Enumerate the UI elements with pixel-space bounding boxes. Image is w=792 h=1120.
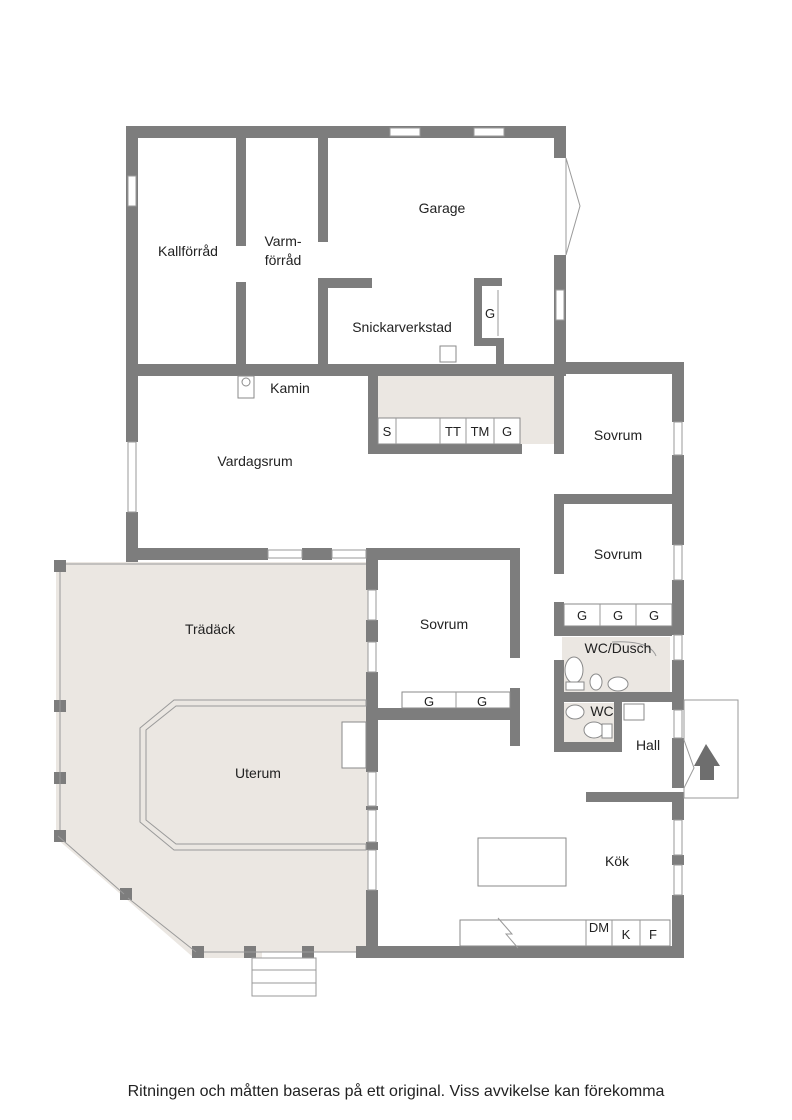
room-label-sovrum-2: Sovrum (594, 546, 642, 562)
fixture-label-wardrobe-g: G (424, 694, 434, 709)
fixture-label-laundry-g: G (502, 424, 512, 439)
tradack-railing (57, 563, 366, 953)
steps-uterum (341, 721, 367, 769)
workbench-box (439, 345, 457, 363)
fixture-label-dm: DM (589, 920, 609, 935)
entrance-porch (683, 699, 739, 799)
fixture-label-f: F (649, 927, 657, 942)
fixture-labels: G S TT TM G G G G G G DM K F (383, 306, 659, 942)
windows (127, 127, 683, 896)
room-label-vardagsrum: Vardagsrum (217, 453, 292, 469)
uterum-glazing (139, 699, 367, 851)
fixture-label-k: K (622, 927, 631, 942)
kitchen-fixtures (459, 837, 671, 949)
room-label-tradack: Trädäck (185, 621, 236, 637)
garage-door (565, 157, 581, 256)
fixture-label-wardrobe-g: G (649, 608, 659, 623)
room-label-garage: Garage (419, 200, 466, 216)
fixture-label-s: S (383, 424, 392, 439)
room-label-wc-dusch: WC/Dusch (585, 640, 652, 656)
disclaimer-text: Ritningen och måtten baseras på ett orig… (127, 1083, 665, 1100)
room-labels: Kallförråd Varm- förråd Garage Snickarve… (158, 200, 660, 869)
fixture-label-tm: TM (471, 424, 490, 439)
room-label-varmforrad-1: Varm- (264, 233, 301, 249)
walls (54, 126, 684, 958)
laundry-counter (377, 417, 521, 445)
room-label-kok: Kök (605, 853, 630, 869)
wardrobe-sovrum2 (563, 603, 673, 627)
room-label-wc: WC (590, 703, 613, 719)
room-label-varmforrad-2: förråd (265, 252, 302, 268)
room-label-uterum: Uterum (235, 765, 281, 781)
bathroom-fixtures (564, 641, 657, 739)
room-label-sovrum-3: Sovrum (420, 616, 468, 632)
fixture-label-wardrobe-g: G (613, 608, 623, 623)
fixture-label-wardrobe-g: G (477, 694, 487, 709)
steps-south (251, 957, 317, 997)
tradack-floor (56, 562, 370, 958)
room-label-kallforrad: Kallförråd (158, 243, 218, 259)
room-label-snickarverkstad: Snickarverkstad (352, 319, 452, 335)
room-label-sovrum-1: Sovrum (594, 427, 642, 443)
fixture-label-garage-g: G (485, 306, 495, 321)
wardrobe-sovrum3 (401, 691, 511, 709)
room-label-kamin: Kamin (270, 380, 310, 396)
room-label-hall: Hall (636, 737, 660, 753)
fixture-label-wardrobe-g: G (577, 608, 587, 623)
fixture-label-tt: TT (445, 424, 461, 439)
kamin-stove (237, 375, 255, 399)
